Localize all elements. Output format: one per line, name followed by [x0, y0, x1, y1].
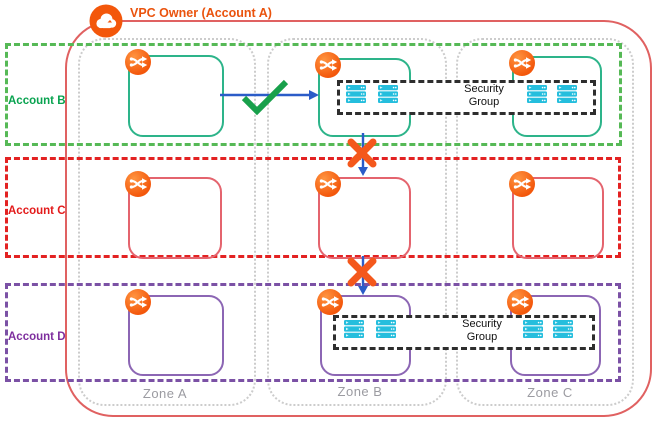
subnet-box-account-c-zone-b — [318, 177, 411, 259]
account-c-boundary — [5, 157, 621, 258]
server-stack-icon — [523, 320, 543, 338]
account-d-boundary — [5, 283, 621, 382]
security-group-label: Security Group — [464, 83, 504, 109]
subnet-box-account-c-zone-c — [512, 177, 604, 259]
zone-a-label: Zone A — [142, 386, 188, 401]
zone-c-column — [456, 38, 634, 406]
zone-a-column — [78, 38, 256, 406]
subnet-route-icon — [315, 171, 341, 197]
subnet-route-icon — [317, 289, 343, 315]
account-b-boundary — [5, 43, 622, 146]
security-group-box-account-d — [333, 315, 595, 350]
checkmark-icon — [241, 79, 289, 116]
server-stack-icon — [553, 320, 573, 338]
x-mark-icon — [347, 257, 377, 287]
subnet-box-account-d-zone-a — [128, 295, 224, 376]
subnet-route-icon — [125, 171, 151, 197]
security-group-label: Security Group — [462, 318, 502, 344]
subnet-route-icon — [507, 289, 533, 315]
subnet-route-icon — [125, 49, 151, 75]
x-mark-icon — [347, 138, 377, 168]
vpc-owner-title: VPC Owner (Account A) — [130, 6, 272, 20]
zone-c-label: Zone C — [527, 385, 573, 400]
zone-b-column — [267, 38, 447, 406]
arrow-zone-a-to-zone-b — [220, 90, 319, 100]
server-stack-icon — [344, 320, 364, 338]
subnet-route-icon — [125, 289, 151, 315]
subnet-route-icon — [315, 52, 341, 78]
server-stack-icon — [346, 85, 366, 103]
vpc-cloud-icon — [89, 4, 123, 38]
server-stack-icon — [378, 85, 398, 103]
subnet-route-icon — [509, 171, 535, 197]
account-d-label: Account D — [8, 331, 66, 343]
account-b-label: Account B — [8, 95, 66, 107]
server-stack-icon — [527, 85, 547, 103]
subnet-box-account-c-zone-a — [128, 177, 222, 259]
vpc-boundary — [65, 20, 652, 417]
subnet-route-icon — [509, 50, 535, 76]
zone-b-label: Zone B — [337, 384, 383, 399]
server-stack-icon — [557, 85, 577, 103]
account-c-label: Account C — [8, 205, 66, 217]
server-stack-icon — [376, 320, 396, 338]
